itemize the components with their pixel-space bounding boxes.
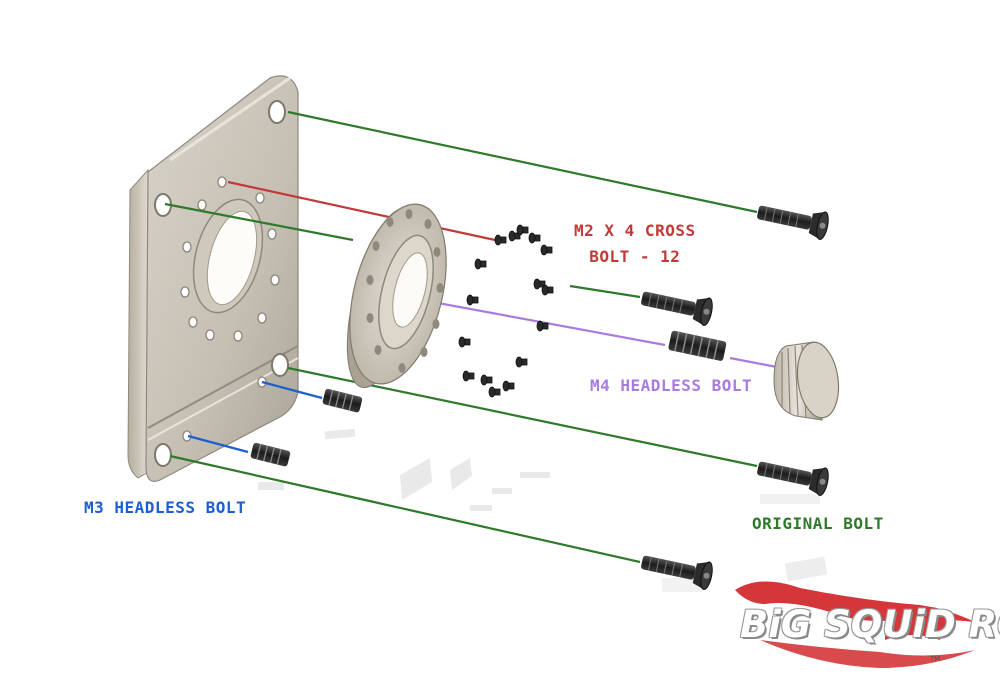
big-squid-rc-logo [735, 581, 975, 668]
motor-plate [127, 75, 299, 482]
label-m3-headless-bolt: M3 HEADLESS BOLT [84, 498, 247, 517]
m4-headless-bolt [668, 330, 727, 361]
label-m4-headless-bolt: M4 HEADLESS BOLT [590, 376, 753, 395]
leader-original-mid [569, 284, 641, 299]
original-bolt-top [757, 205, 829, 240]
m3-headless-bolt-upper [322, 388, 363, 413]
label-m2-line2: BOLT - 12 [589, 247, 681, 266]
label-m2-line1: M2 X 4 CROSS [574, 221, 696, 240]
label-original-bolt: ORIGINAL BOLT [752, 514, 884, 533]
original-bolt-mid [641, 291, 713, 326]
leader-m3-blue-lower [187, 434, 249, 454]
leader-m3-blue-upper [261, 380, 323, 400]
ring-flange [346, 203, 447, 389]
logo-wordmark: BiG SQUiD RC [740, 603, 1000, 646]
m3-headless-bolt-lower [250, 442, 291, 467]
leader-m2-red [227, 180, 496, 242]
m2-screws [458, 224, 554, 398]
leader-m4-purple-2 [729, 356, 783, 370]
label-m2-cross-bolt: M2 X 4 CROSS BOLT - 12 [574, 218, 696, 270]
original-bolt-bottom [641, 555, 713, 590]
leader-original-bottom [169, 454, 641, 564]
leader-original-top [287, 110, 758, 214]
leader-original-left [164, 202, 354, 242]
leader-m4-purple [399, 294, 666, 347]
floor-reflections [258, 428, 828, 592]
original-bolt-lower [757, 461, 829, 496]
knurled-knob [773, 341, 840, 421]
logo-trademark: TM [930, 655, 941, 663]
leader-lines [164, 110, 783, 564]
